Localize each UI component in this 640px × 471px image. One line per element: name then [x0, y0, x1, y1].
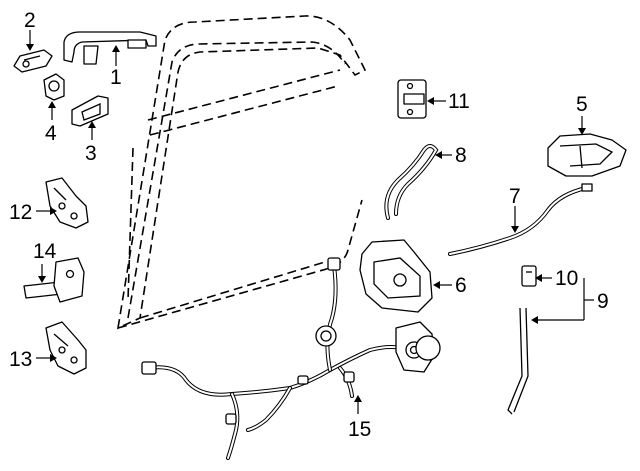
callout-10: 10 — [555, 267, 578, 290]
leader-5 — [578, 116, 586, 135]
leader-1 — [112, 45, 120, 66]
leader-10 — [535, 274, 552, 282]
leader-15 — [354, 395, 362, 414]
leader-7 — [511, 206, 519, 233]
callout-14: 14 — [33, 240, 57, 263]
part-15-wiring-harness — [141, 257, 441, 460]
door-frame-outline — [116, 15, 367, 330]
leader-2 — [26, 30, 34, 51]
callout-7: 7 — [509, 185, 521, 208]
callout-9: 9 — [597, 290, 609, 313]
callout-15: 15 — [348, 418, 371, 441]
leader-3 — [88, 121, 96, 140]
callout-8: 8 — [455, 144, 467, 167]
part-9-rod — [507, 307, 529, 415]
callout-13: 13 — [9, 348, 32, 371]
part-11-striker — [397, 79, 427, 119]
leader-12 — [36, 207, 57, 215]
part-5-inside-handle — [547, 133, 627, 177]
leader-8 — [435, 151, 452, 159]
callout-5: 5 — [576, 93, 588, 116]
callout-6: 6 — [455, 274, 467, 297]
part-7-cable — [448, 183, 593, 256]
leader-11 — [427, 97, 446, 105]
callout-4: 4 — [45, 122, 57, 145]
leader-14 — [38, 264, 46, 283]
callout-11: 11 — [448, 90, 470, 113]
callout-12: 12 — [9, 201, 32, 224]
callout-2: 2 — [24, 9, 36, 32]
part-10-clip — [521, 265, 537, 287]
part-14-door-check — [23, 257, 85, 303]
part-1-outside-handle — [63, 31, 157, 65]
part-3-bezel — [71, 95, 109, 127]
part-4-lock-cylinder — [43, 73, 65, 101]
leader-13 — [36, 354, 57, 362]
leader-9-bracket — [531, 278, 594, 324]
callout-3: 3 — [85, 142, 97, 165]
callout-labels: 1 2 3 4 5 6 7 8 9 10 11 12 13 14 15 — [9, 9, 609, 441]
leader-4 — [48, 101, 56, 120]
callout-1: 1 — [110, 66, 122, 89]
part-6-latch — [359, 239, 433, 313]
part-13-lower-hinge — [45, 321, 87, 375]
part-8-cable — [384, 144, 439, 220]
part-12-upper-hinge — [45, 177, 89, 229]
part-2-handle-cap — [13, 49, 53, 73]
leader-6 — [433, 281, 452, 289]
